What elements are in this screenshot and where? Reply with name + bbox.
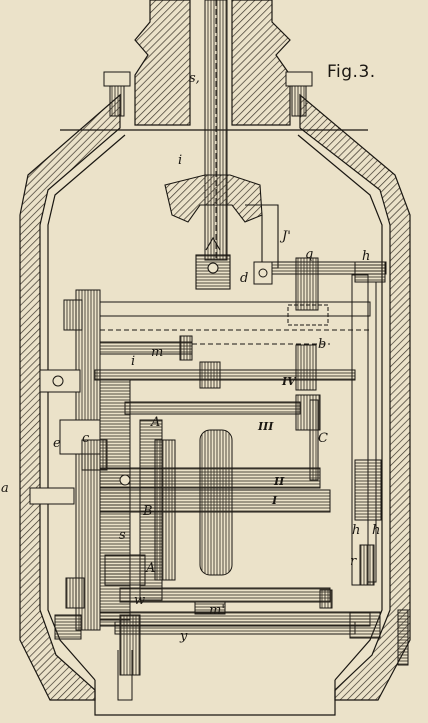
label-B: B [143,504,153,519]
label-d: d [240,271,249,286]
label-a-left: a [1,481,9,496]
bevel-hub-i [164,174,279,290]
label-III: III [258,420,274,433]
upper-lever [253,257,387,326]
label-q: q [305,247,314,262]
label-h-right: h [372,523,381,538]
label-i-top: i [178,153,183,168]
label-w: w [134,593,146,608]
label-c: c [82,431,90,446]
figure-title: Fig.3. [327,62,376,82]
right-rods [351,274,409,666]
shafts-I-II [99,419,331,601]
shaft-m [99,335,330,361]
label-s-low: s [119,528,126,543]
label-h-left: h [352,523,361,538]
label-b: b [318,337,327,352]
label-II: II [274,475,285,488]
main-shaft [204,0,228,261]
label-s1: s, [189,71,200,86]
label-e: e [53,436,61,451]
label-I: I [272,494,278,507]
lower-shafts [114,587,356,701]
flange-bolts [103,71,313,117]
label-A-low: A [146,561,156,576]
label-r: r [350,554,357,569]
label-J1: J' [282,229,291,244]
left-gearing [29,369,146,621]
label-m: m [151,345,164,360]
label-y: y [180,629,188,644]
label-C: C [318,431,328,446]
base-bearings [54,611,381,640]
shaft-IV [94,344,356,391]
label-A-top: A [151,415,161,430]
label-h-top: h [362,249,371,264]
label-IV: IV [282,375,296,388]
label-i-small: i [131,354,136,369]
label-m1: m' [209,603,225,618]
